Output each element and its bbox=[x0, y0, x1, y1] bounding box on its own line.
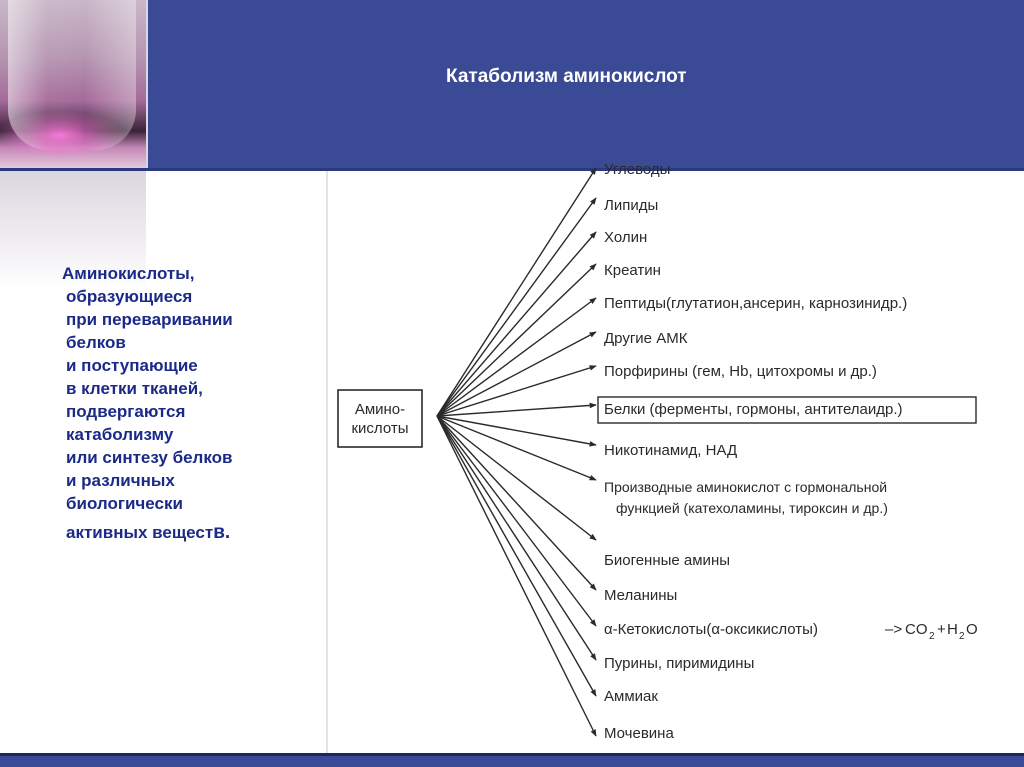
target-label: Аммиак bbox=[604, 688, 658, 705]
highlight-box-proteins bbox=[597, 396, 977, 424]
arrow bbox=[436, 415, 597, 661]
formula-o: O bbox=[966, 621, 978, 638]
slide-title: Катаболизм аминокислот bbox=[446, 66, 687, 87]
description-line: биологически bbox=[66, 494, 183, 513]
target-label: Углеводы bbox=[604, 161, 670, 178]
formula-sub: 2 bbox=[959, 631, 965, 642]
target-label: Никотинамид, НАД bbox=[604, 442, 737, 459]
arrow bbox=[436, 331, 597, 417]
description-line: при переваривании bbox=[66, 310, 233, 329]
bottom-bar bbox=[0, 753, 1024, 767]
bottom-bar-edge bbox=[0, 753, 1024, 756]
arrow bbox=[436, 297, 597, 417]
description-last-main: активных вещест bbox=[66, 523, 214, 542]
source-label-line2: кислоты bbox=[351, 420, 408, 437]
source-label-line1: Амино- bbox=[355, 401, 405, 418]
description-text: Аминокислоты, образующиеся при перевариван… bbox=[62, 262, 326, 544]
arrow bbox=[436, 415, 597, 697]
description-line: катаболизму bbox=[66, 425, 174, 444]
target-label: Порфирины (гем, Hb, цитохромы и др.) bbox=[604, 363, 877, 380]
flask-reflection bbox=[0, 171, 146, 291]
formula-sub: 2 bbox=[929, 631, 935, 642]
arrow bbox=[436, 197, 597, 417]
arrow bbox=[436, 415, 597, 481]
arrow bbox=[436, 415, 597, 447]
target-label-line2: функцией (катехоламины, тироксин и др.) bbox=[616, 500, 888, 516]
formula-plus: + bbox=[937, 621, 946, 638]
arrow bbox=[436, 415, 597, 627]
arrow bbox=[436, 167, 597, 417]
target-label: Производные аминокислот с гормональной bbox=[604, 479, 887, 495]
target-label: Мочевина bbox=[604, 725, 674, 742]
description-line: в клетки тканей, bbox=[66, 379, 203, 398]
flask-photo bbox=[0, 0, 148, 168]
formula-h: H bbox=[947, 621, 958, 638]
target-label: Креатин bbox=[604, 262, 661, 279]
panel-divider bbox=[326, 171, 328, 753]
target-label: Липиды bbox=[604, 197, 658, 214]
slide-header bbox=[0, 0, 1024, 168]
target-label: Пептиды(глутатион,ансерин, карнозинидр.) bbox=[604, 295, 907, 312]
flask-glass-highlight bbox=[8, 0, 136, 150]
target-label: Другие АМК bbox=[604, 330, 688, 347]
arrow bbox=[436, 415, 597, 591]
description-line: белков bbox=[66, 333, 126, 352]
description-line: Аминокислоты, bbox=[62, 264, 195, 283]
source-box bbox=[337, 389, 423, 448]
target-label: Холин bbox=[604, 229, 647, 246]
arrow bbox=[436, 365, 597, 417]
header-divider bbox=[0, 168, 1024, 171]
target-label: Пурины, пиримидины bbox=[604, 655, 754, 672]
reaction-arrow: –> bbox=[885, 621, 902, 638]
description-line: активных веществ. bbox=[66, 521, 326, 544]
target-label: Белки (ферменты, гормоны, антителаидр.) bbox=[604, 401, 903, 418]
description-line: подвергаются bbox=[66, 402, 186, 421]
target-label: Меланины bbox=[604, 587, 677, 604]
description-line: и различных bbox=[66, 471, 175, 490]
arrow bbox=[436, 402, 597, 417]
arrow bbox=[436, 263, 597, 417]
arrow bbox=[436, 415, 597, 737]
target-label: α-Кетокислоты(α-оксикислоты) bbox=[604, 621, 818, 638]
description-line: и поступающие bbox=[66, 356, 198, 375]
target-label: Биогенные амины bbox=[604, 552, 730, 569]
arrow bbox=[436, 231, 597, 417]
formula-co: CO bbox=[905, 621, 928, 638]
description-last-tail: в. bbox=[213, 522, 231, 543]
description-line: образующиеся bbox=[66, 287, 193, 306]
arrow bbox=[436, 415, 597, 541]
description-line: или синтезу белков bbox=[66, 448, 233, 467]
